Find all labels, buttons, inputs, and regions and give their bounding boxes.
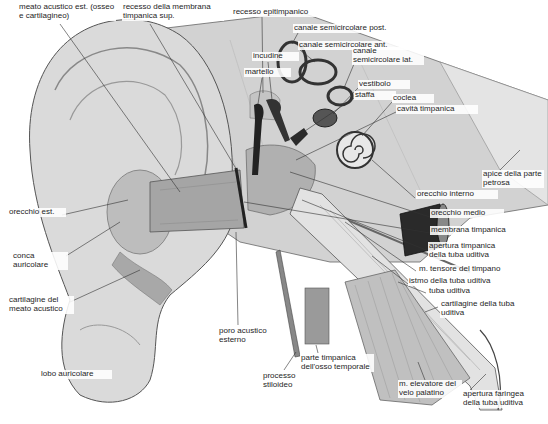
leader-lines-part xyxy=(425,307,438,312)
part-label: apice della parte petrosa xyxy=(482,170,544,188)
part-label: cartilagine della tuba uditiva xyxy=(440,300,518,318)
part-label: orecchio est. xyxy=(8,208,66,217)
leader-lines-part xyxy=(60,24,180,192)
auricle-part xyxy=(55,48,208,175)
part-label: membrana timpanica xyxy=(430,226,522,235)
leader-lines-part xyxy=(372,256,408,284)
styloid-and-tympanic-part-part xyxy=(276,250,300,357)
leader-lines-part xyxy=(500,150,520,170)
leader-lines-part xyxy=(284,352,296,370)
leader-lines-part xyxy=(344,64,354,88)
leader-lines-part xyxy=(296,112,396,160)
auditory-tube-part xyxy=(290,188,502,410)
styloid-and-tympanic-part xyxy=(276,250,329,357)
part-label: incudine xyxy=(252,52,299,61)
styloid-and-tympanic-part-part xyxy=(305,288,329,344)
part-label: m. elevatore del velo palatino xyxy=(398,380,462,398)
auricle-part xyxy=(70,81,182,175)
part-label: cartilagine del meato acustico xyxy=(8,296,74,314)
part-label: meato acustico est. (osseo e cartilagine… xyxy=(18,3,116,21)
part-label: conca auricolare xyxy=(12,252,68,270)
part-label: canale semicircolare lat. xyxy=(352,47,424,65)
ossicles xyxy=(252,99,308,175)
ossicles-part xyxy=(252,104,264,175)
leader-lines-part xyxy=(62,200,128,215)
part-label: vestibolo xyxy=(358,80,410,89)
leader-lines-part xyxy=(470,374,486,390)
part-label: tuba uditiva xyxy=(428,287,490,296)
part-label: cavità timpanica xyxy=(396,105,478,114)
leader-lines-part xyxy=(150,24,238,172)
inner-ear-part xyxy=(328,87,352,105)
leader-lines-part xyxy=(236,232,238,325)
part-label: processo stiloideo xyxy=(262,372,308,390)
part-label: m. tensore del timpano xyxy=(418,265,520,274)
inner-ear-part xyxy=(343,134,375,162)
part-label: apertura faringea della tuba uditiva xyxy=(462,390,544,408)
ear-canal-part xyxy=(160,182,238,224)
part-label: apertura timpanica della tuba uditiva xyxy=(428,242,514,260)
auditory-tube xyxy=(290,188,502,410)
leader-lines-part xyxy=(345,222,416,271)
leader-lines-part xyxy=(244,202,430,233)
inner-ear-part xyxy=(300,60,336,84)
part-label: parte timpanica dell'osso temporale xyxy=(300,354,374,372)
leader-lines-part xyxy=(418,362,425,380)
ear-canal xyxy=(150,170,244,232)
leader-lines-part xyxy=(258,78,262,104)
part-label: coclea xyxy=(392,94,434,103)
auricle-part xyxy=(80,325,140,345)
leader-lines-part xyxy=(290,172,430,217)
part-label: staffa xyxy=(354,91,396,100)
leader-lines-part xyxy=(372,160,415,198)
ossicles-part xyxy=(266,99,290,142)
leader-lines-part xyxy=(70,270,140,302)
part-label: lobo auricolare xyxy=(40,370,112,379)
part-label: martello xyxy=(244,68,291,77)
part-label: recesso epitimpanico xyxy=(232,8,324,17)
part-label: canale semicircolare post. xyxy=(293,24,415,33)
leader-lines-part xyxy=(300,50,315,62)
part-label: recesso della membrana timpanica sup. xyxy=(122,3,224,21)
leader-lines-part xyxy=(305,98,354,131)
eardrum xyxy=(236,168,246,228)
part-label: orecchio medio xyxy=(430,209,504,218)
leader-lines-part xyxy=(302,200,426,250)
leader-lines-part xyxy=(66,222,120,256)
ear-canal-part xyxy=(150,170,244,232)
leader-lines-part xyxy=(316,345,318,353)
temporal-bone-part xyxy=(440,62,548,205)
part-label: poro acustico esterno xyxy=(218,327,272,345)
leader-lines-part xyxy=(362,102,392,136)
part-label: istmo della tuba uditiva xyxy=(408,277,520,286)
eardrum-part xyxy=(236,168,246,228)
part-label: orecchio interno xyxy=(416,190,498,199)
leader-lines xyxy=(60,17,520,390)
